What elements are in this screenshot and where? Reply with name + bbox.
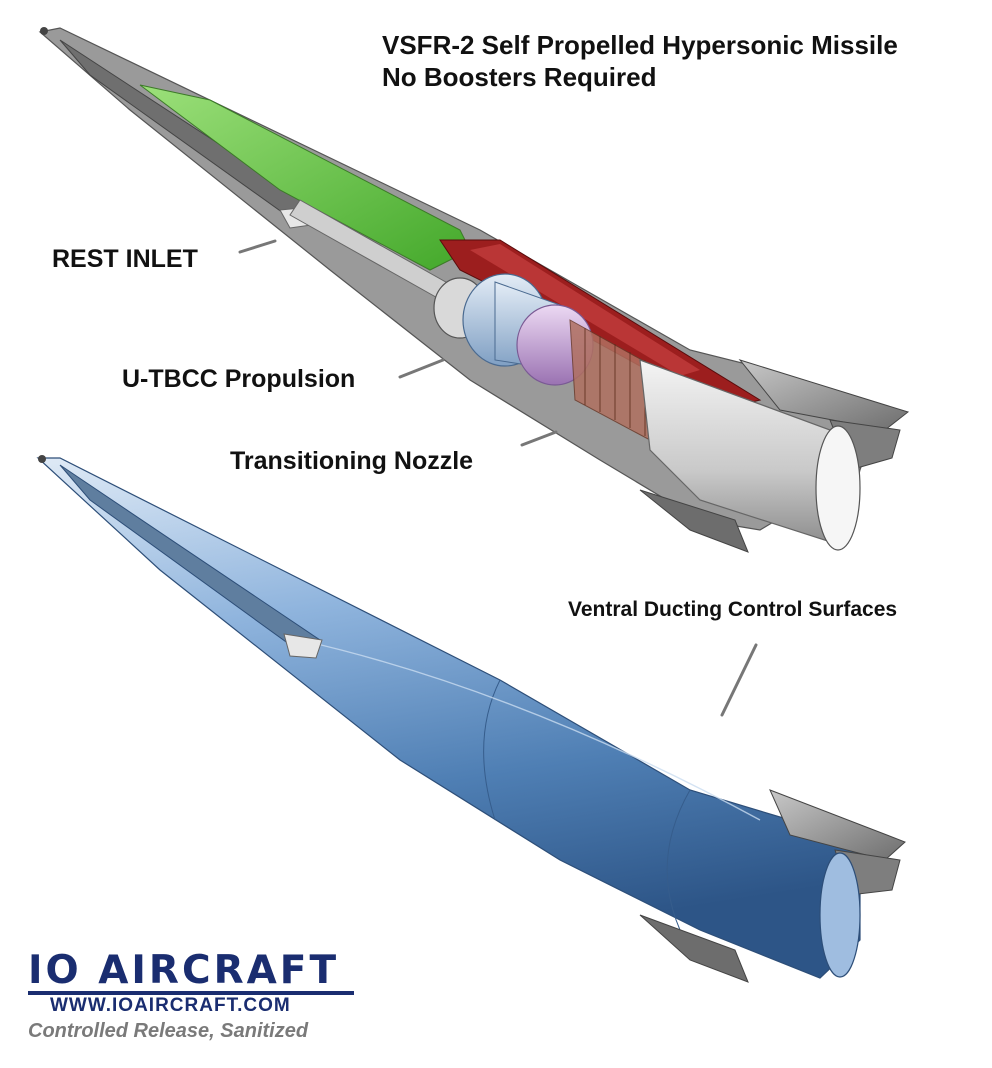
cutaway-missile	[38, 27, 910, 553]
bottom-panel-line-1	[483, 679, 501, 821]
bottom-nose-tip	[38, 455, 46, 463]
ventral-leader	[720, 643, 758, 717]
bottom-lower-fin	[639, 914, 749, 983]
company-url: WWW.IOAIRCRAFT.COM	[50, 995, 291, 1016]
title-line-1: VSFR-2 Self Propelled Hypersonic Missile	[382, 30, 898, 60]
propulsion-label: U-TBCC Propulsion	[122, 365, 356, 393]
bottom-nozzle-exit	[819, 852, 861, 978]
bottom-panel-line-2	[666, 789, 691, 931]
release-note: Controlled Release, Sanitized	[28, 1020, 309, 1042]
top-lower-fin	[639, 489, 749, 553]
nozzle-exit	[815, 425, 861, 551]
company-logo-name: IO AIRCRAFT	[28, 948, 340, 993]
red-duct-highlight	[470, 244, 700, 376]
top-nose-tip	[40, 27, 48, 35]
bottom-panel-line-3	[299, 639, 761, 821]
propulsion-leader	[398, 358, 445, 379]
ventral-label: Ventral Ducting Control Surfaces	[568, 598, 898, 621]
exterior-missile	[36, 455, 906, 983]
bottom-inlet-lip	[283, 633, 323, 659]
logo-divider	[28, 991, 354, 995]
top-inlet-side	[59, 39, 321, 226]
nozzle-label: Transitioning Nozzle	[230, 447, 474, 475]
title-line-2: No Boosters Required	[382, 62, 657, 92]
rest-inlet-label: REST INLET	[52, 245, 198, 273]
bottom-inlet-side	[59, 464, 321, 653]
leader-lines	[238, 239, 758, 717]
nozzle-leader	[520, 430, 558, 447]
rest-inlet-leader	[238, 239, 277, 254]
